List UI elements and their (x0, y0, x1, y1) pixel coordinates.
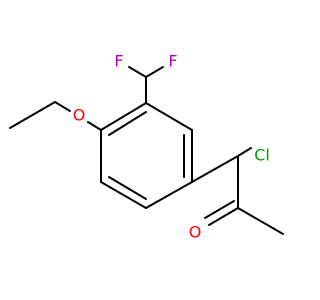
bond-ring-c4-c5 (100, 181, 147, 209)
atom-label-f1: F (114, 52, 123, 71)
bond-cf2-f1 (128, 66, 147, 78)
bond-ring-c6-c1 (100, 102, 147, 131)
bond-ring-c4-c5-inner (108, 176, 147, 200)
bond-co-o-2 (204, 200, 235, 219)
atom-label-cl: Cl (254, 146, 270, 165)
structure-canvas: F F O Cl O (9, 51, 284, 242)
bond-ring-cch (191, 155, 239, 183)
bond-ch2-ch3 (9, 101, 56, 129)
bond-ring-c1-c2 (145, 102, 193, 131)
atom-label-o-ether: O (73, 106, 86, 125)
bond-o-ch2 (54, 101, 71, 112)
bond-co-o-1 (208, 207, 239, 226)
atom-label-o-carbonyl: O (189, 223, 202, 242)
bond-cch-cl (237, 147, 252, 157)
bond-cf2-f2 (145, 66, 164, 78)
atom-label-f2: F (168, 52, 177, 71)
bond-ring-o (87, 121, 102, 131)
molecule-structure: F F O Cl O (9, 52, 284, 242)
bond-ring-c3-c4 (145, 181, 193, 209)
bond-co-ch3 (237, 207, 284, 235)
bond-ring-c6-c1-inner (108, 111, 147, 136)
